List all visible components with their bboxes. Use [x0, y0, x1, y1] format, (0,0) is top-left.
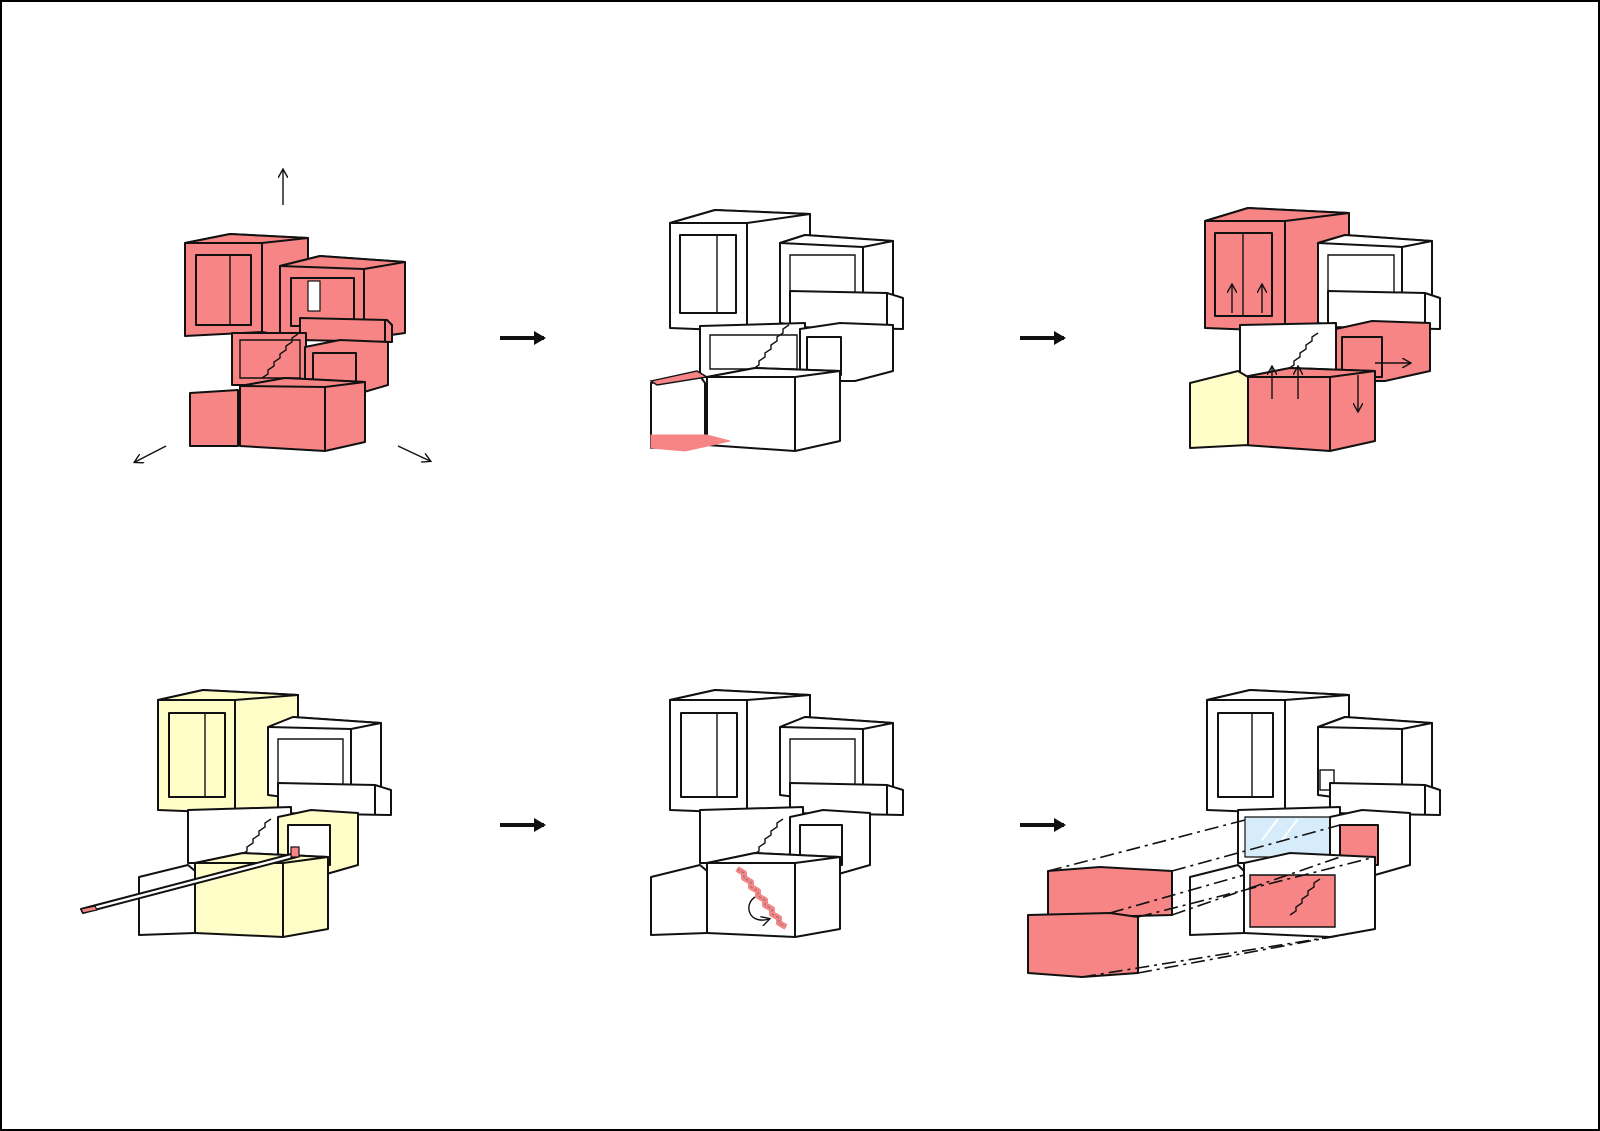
step-4: [80, 689, 392, 938]
step-5: [650, 689, 904, 938]
rotate-arrow-icon: [748, 896, 769, 920]
step-6: [1027, 689, 1441, 978]
step-2: [649, 209, 904, 452]
axis-arrow-icon: [135, 445, 167, 462]
axis-arrow-icon: [397, 445, 430, 461]
step-1: [135, 170, 430, 462]
step-3: [1189, 207, 1441, 452]
